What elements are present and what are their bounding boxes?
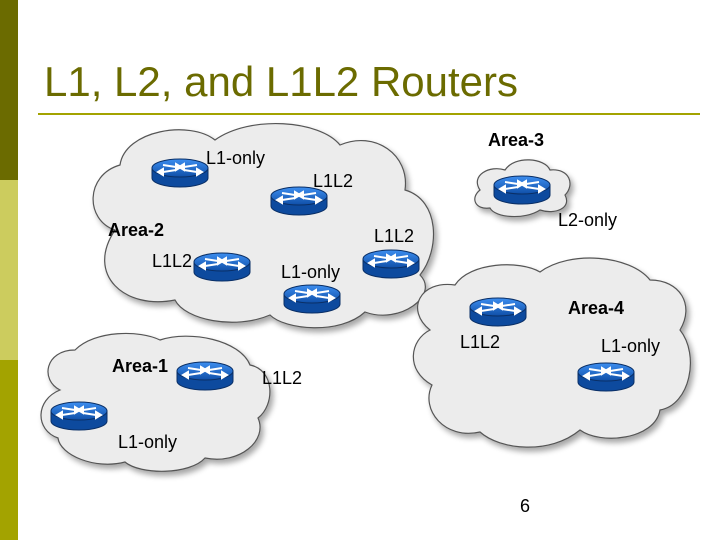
router-a2-right[interactable] — [362, 249, 420, 279]
router-a2-left[interactable] — [193, 252, 251, 282]
label-a2-right: L1L2 — [374, 226, 414, 246]
router-a4-left[interactable] — [469, 297, 527, 327]
label-a4-left: L1L2 — [460, 332, 500, 352]
label-a1-top: L1L2 — [262, 368, 302, 388]
router-a2-bottom[interactable] — [283, 284, 341, 314]
router-a2-top[interactable] — [151, 158, 209, 188]
router-a2-upper-right[interactable] — [270, 186, 328, 216]
sidebar-band-middle — [0, 180, 18, 360]
area-3-label: Area-3 — [488, 130, 544, 150]
title-underline — [38, 113, 700, 115]
area-4-label: Area-4 — [568, 298, 624, 318]
page-number: 6 — [520, 496, 531, 516]
label-a3: L2-only — [558, 210, 617, 230]
slide-title: L1, L2, and L1L2 Routers — [44, 58, 519, 105]
router-a4-right[interactable] — [577, 362, 635, 392]
router-a1-bottom[interactable] — [50, 401, 108, 431]
router-a3[interactable] — [493, 175, 551, 205]
label-a2-left: L1L2 — [152, 251, 192, 271]
area-1-label: Area-1 — [112, 356, 168, 376]
router-a1-top[interactable] — [176, 361, 234, 391]
sidebar-band-bottom — [0, 360, 18, 540]
label-a2-bottom: L1-only — [281, 262, 340, 282]
area-2-label: Area-2 — [108, 220, 164, 240]
label-a2-upper-right: L1L2 — [313, 171, 353, 191]
label-a1-bottom: L1-only — [118, 432, 177, 452]
label-a2-top: L1-only — [206, 148, 265, 168]
label-a4-right: L1-only — [601, 336, 660, 356]
sidebar-band-top — [0, 0, 18, 180]
